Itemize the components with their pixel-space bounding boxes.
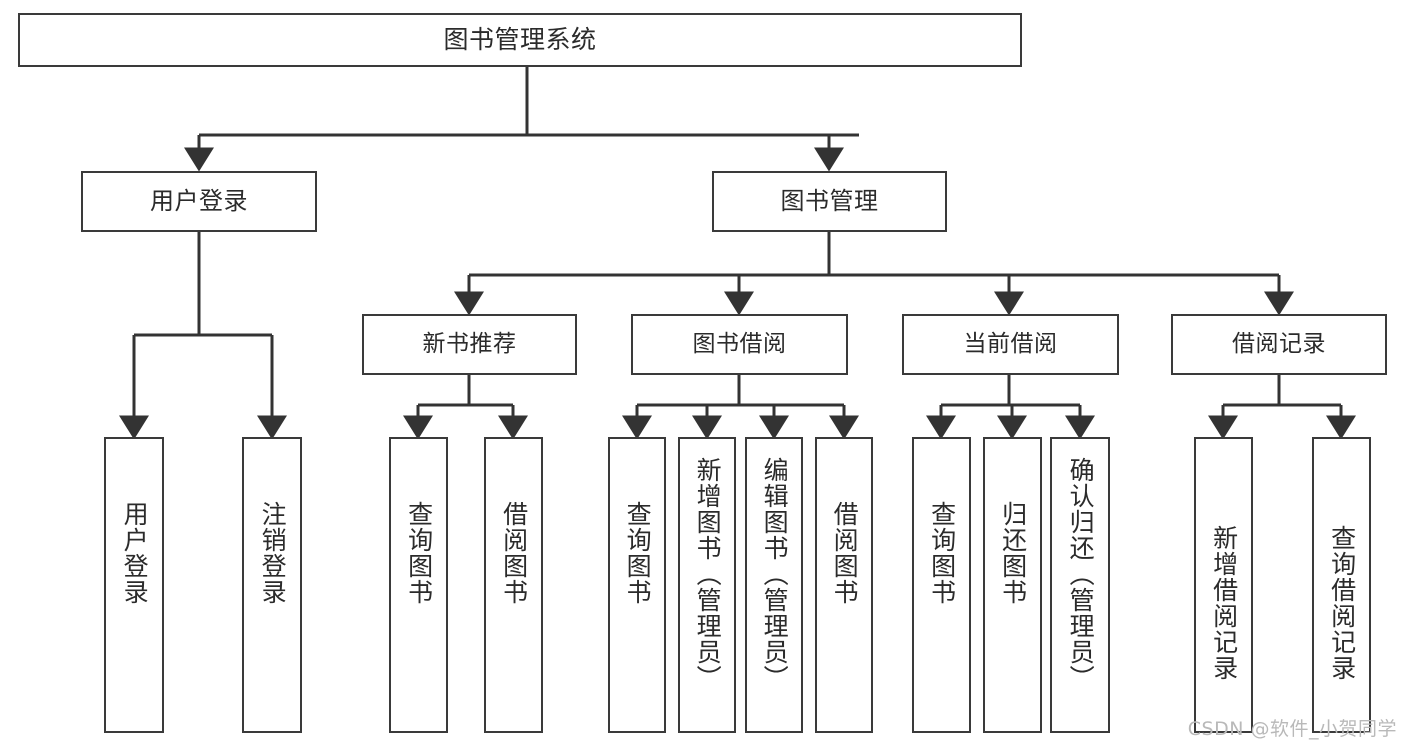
node-leaf-return-book[interactable]: 归还图书: [983, 437, 1042, 733]
node-leaf-borrow-book-1[interactable]: 借阅图书: [484, 437, 543, 733]
node-leaf-confirm-return-label: 确认归还（管理员）: [1066, 457, 1096, 691]
node-leaf-query-book-2-label: 查询图书: [623, 501, 653, 605]
node-leaf-logout-label: 注销登录: [258, 501, 288, 605]
node-leaf-confirm-return[interactable]: 确认归还（管理员）: [1050, 437, 1110, 733]
node-new-book-recommend[interactable]: 新书推荐: [362, 314, 577, 375]
node-current-borrow-label: 当前借阅: [963, 330, 1058, 357]
node-leaf-add-book[interactable]: 新增图书（管理员）: [678, 437, 736, 733]
node-book-borrow[interactable]: 图书借阅: [631, 314, 848, 375]
node-root-label: 图书管理系统: [443, 25, 597, 54]
node-leaf-query-book-1-label: 查询图书: [404, 501, 434, 605]
node-leaf-query-book-3-label: 查询图书: [927, 501, 957, 605]
node-borrow-record[interactable]: 借阅记录: [1171, 314, 1387, 375]
node-leaf-query-record[interactable]: 查询借阅记录: [1312, 437, 1371, 733]
node-leaf-borrow-book-2-label: 借阅图书: [830, 501, 860, 605]
node-book-manage-label: 图书管理: [780, 187, 879, 216]
node-leaf-query-book-1[interactable]: 查询图书: [389, 437, 448, 733]
node-leaf-query-book-3[interactable]: 查询图书: [912, 437, 971, 733]
node-root[interactable]: 图书管理系统: [18, 13, 1022, 67]
node-borrow-record-label: 借阅记录: [1232, 330, 1326, 357]
node-leaf-user-login-label: 用户登录: [120, 501, 150, 605]
node-leaf-query-record-label: 查询借阅记录: [1327, 525, 1357, 681]
node-new-book-recommend-label: 新书推荐: [422, 330, 517, 357]
node-leaf-add-record[interactable]: 新增借阅记录: [1194, 437, 1253, 733]
node-book-manage[interactable]: 图书管理: [712, 171, 947, 232]
node-leaf-edit-book-label: 编辑图书（管理员）: [760, 457, 790, 691]
node-leaf-add-book-label: 新增图书（管理员）: [693, 457, 723, 691]
node-leaf-return-book-label: 归还图书: [998, 501, 1028, 605]
node-leaf-edit-book[interactable]: 编辑图书（管理员）: [745, 437, 803, 733]
watermark-text: CSDN @软件_小贺同学: [1187, 718, 1397, 740]
node-leaf-borrow-book-2[interactable]: 借阅图书: [815, 437, 873, 733]
node-leaf-query-book-2[interactable]: 查询图书: [608, 437, 666, 733]
node-current-borrow[interactable]: 当前借阅: [902, 314, 1119, 375]
node-leaf-user-login[interactable]: 用户登录: [104, 437, 164, 733]
node-user-login-label: 用户登录: [150, 187, 248, 216]
node-leaf-add-record-label: 新增借阅记录: [1209, 525, 1239, 681]
node-leaf-logout[interactable]: 注销登录: [242, 437, 302, 733]
node-user-login[interactable]: 用户登录: [81, 171, 317, 232]
node-book-borrow-label: 图书借阅: [692, 330, 787, 357]
node-leaf-borrow-book-1-label: 借阅图书: [499, 501, 529, 605]
